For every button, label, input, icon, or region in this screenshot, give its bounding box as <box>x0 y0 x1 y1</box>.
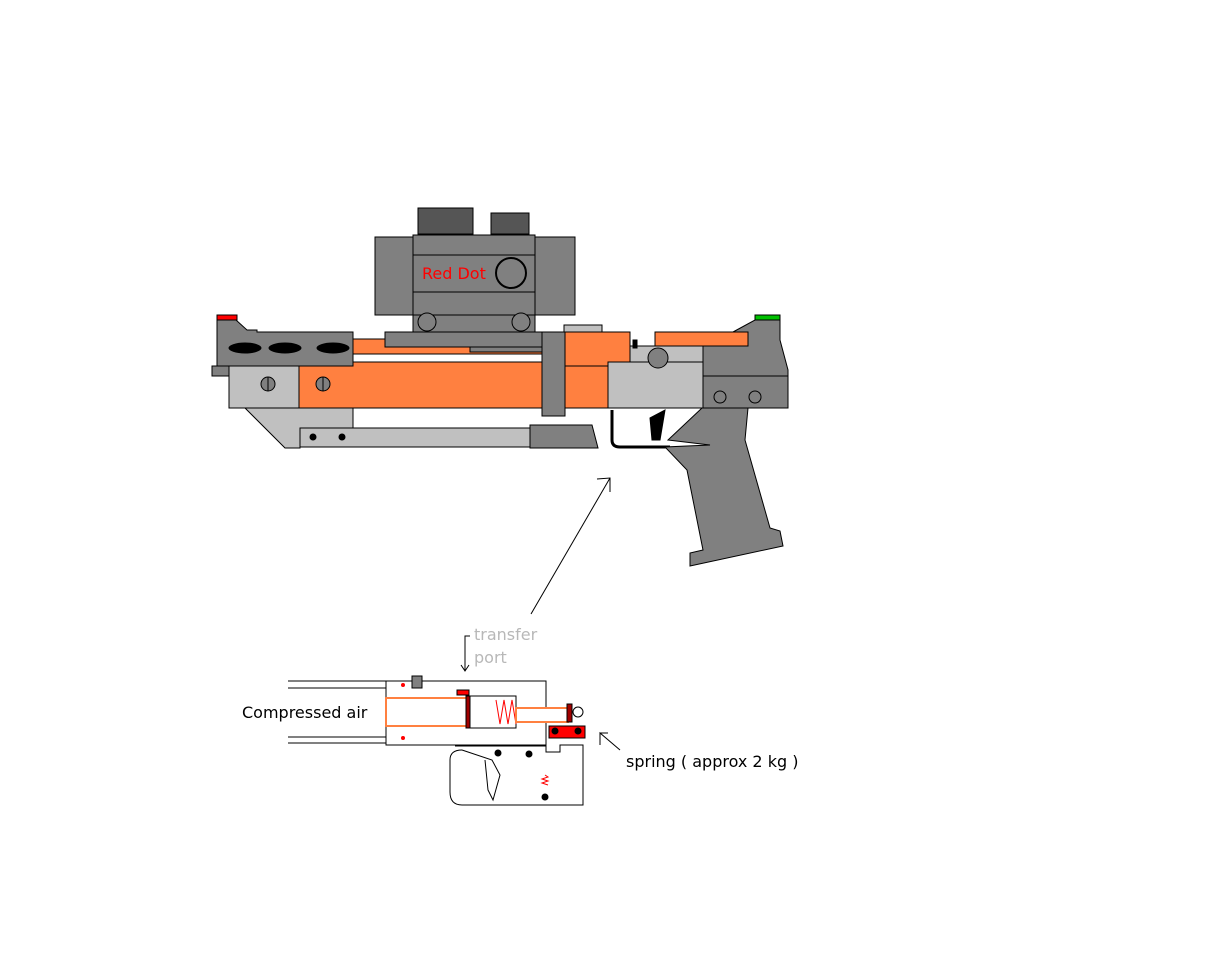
air-tube <box>385 697 469 727</box>
lower-rail <box>299 427 531 448</box>
cocking-knob <box>647 347 669 369</box>
screw <box>713 390 727 404</box>
elevation-knob <box>417 207 474 235</box>
red-dot-label: Red Dot <box>422 264 486 283</box>
scope-mount <box>384 331 543 348</box>
cutaway-trigger <box>461 749 501 802</box>
windage-knob <box>490 212 530 235</box>
receiver-rear-orange <box>654 331 749 347</box>
rear-sight-green <box>754 314 781 321</box>
transfer-port-label-line1: transfer <box>474 625 538 644</box>
receiver-light-block <box>607 361 704 409</box>
trigger-guard <box>610 410 670 449</box>
receiver-upper <box>564 331 631 367</box>
mount-clamp <box>511 312 531 332</box>
rail-end <box>529 424 599 449</box>
mount-clamp <box>417 312 437 332</box>
red-dot-scope: Red Dot <box>374 207 576 353</box>
transfer-port-arrow <box>464 635 470 671</box>
trigger <box>649 409 666 441</box>
screw <box>748 390 762 404</box>
valve-spring <box>495 699 517 725</box>
grip <box>663 407 784 567</box>
slot <box>267 341 303 355</box>
slot <box>227 341 263 355</box>
slot <box>315 341 351 355</box>
barrel-band <box>541 331 566 417</box>
pointer-arrow <box>530 477 611 615</box>
spring-arrow <box>599 731 621 751</box>
valve-cutaway <box>288 635 621 806</box>
compressed-air-label: Compressed air <box>242 703 368 722</box>
transfer-port-label-line2: port <box>474 648 507 667</box>
spring-label: spring ( approx 2 kg ) <box>626 752 798 771</box>
pistol-side-view: Red Dot <box>211 207 789 567</box>
front-sight-red <box>216 314 238 321</box>
trigger-housing <box>449 744 584 806</box>
scope-lens <box>495 257 527 289</box>
